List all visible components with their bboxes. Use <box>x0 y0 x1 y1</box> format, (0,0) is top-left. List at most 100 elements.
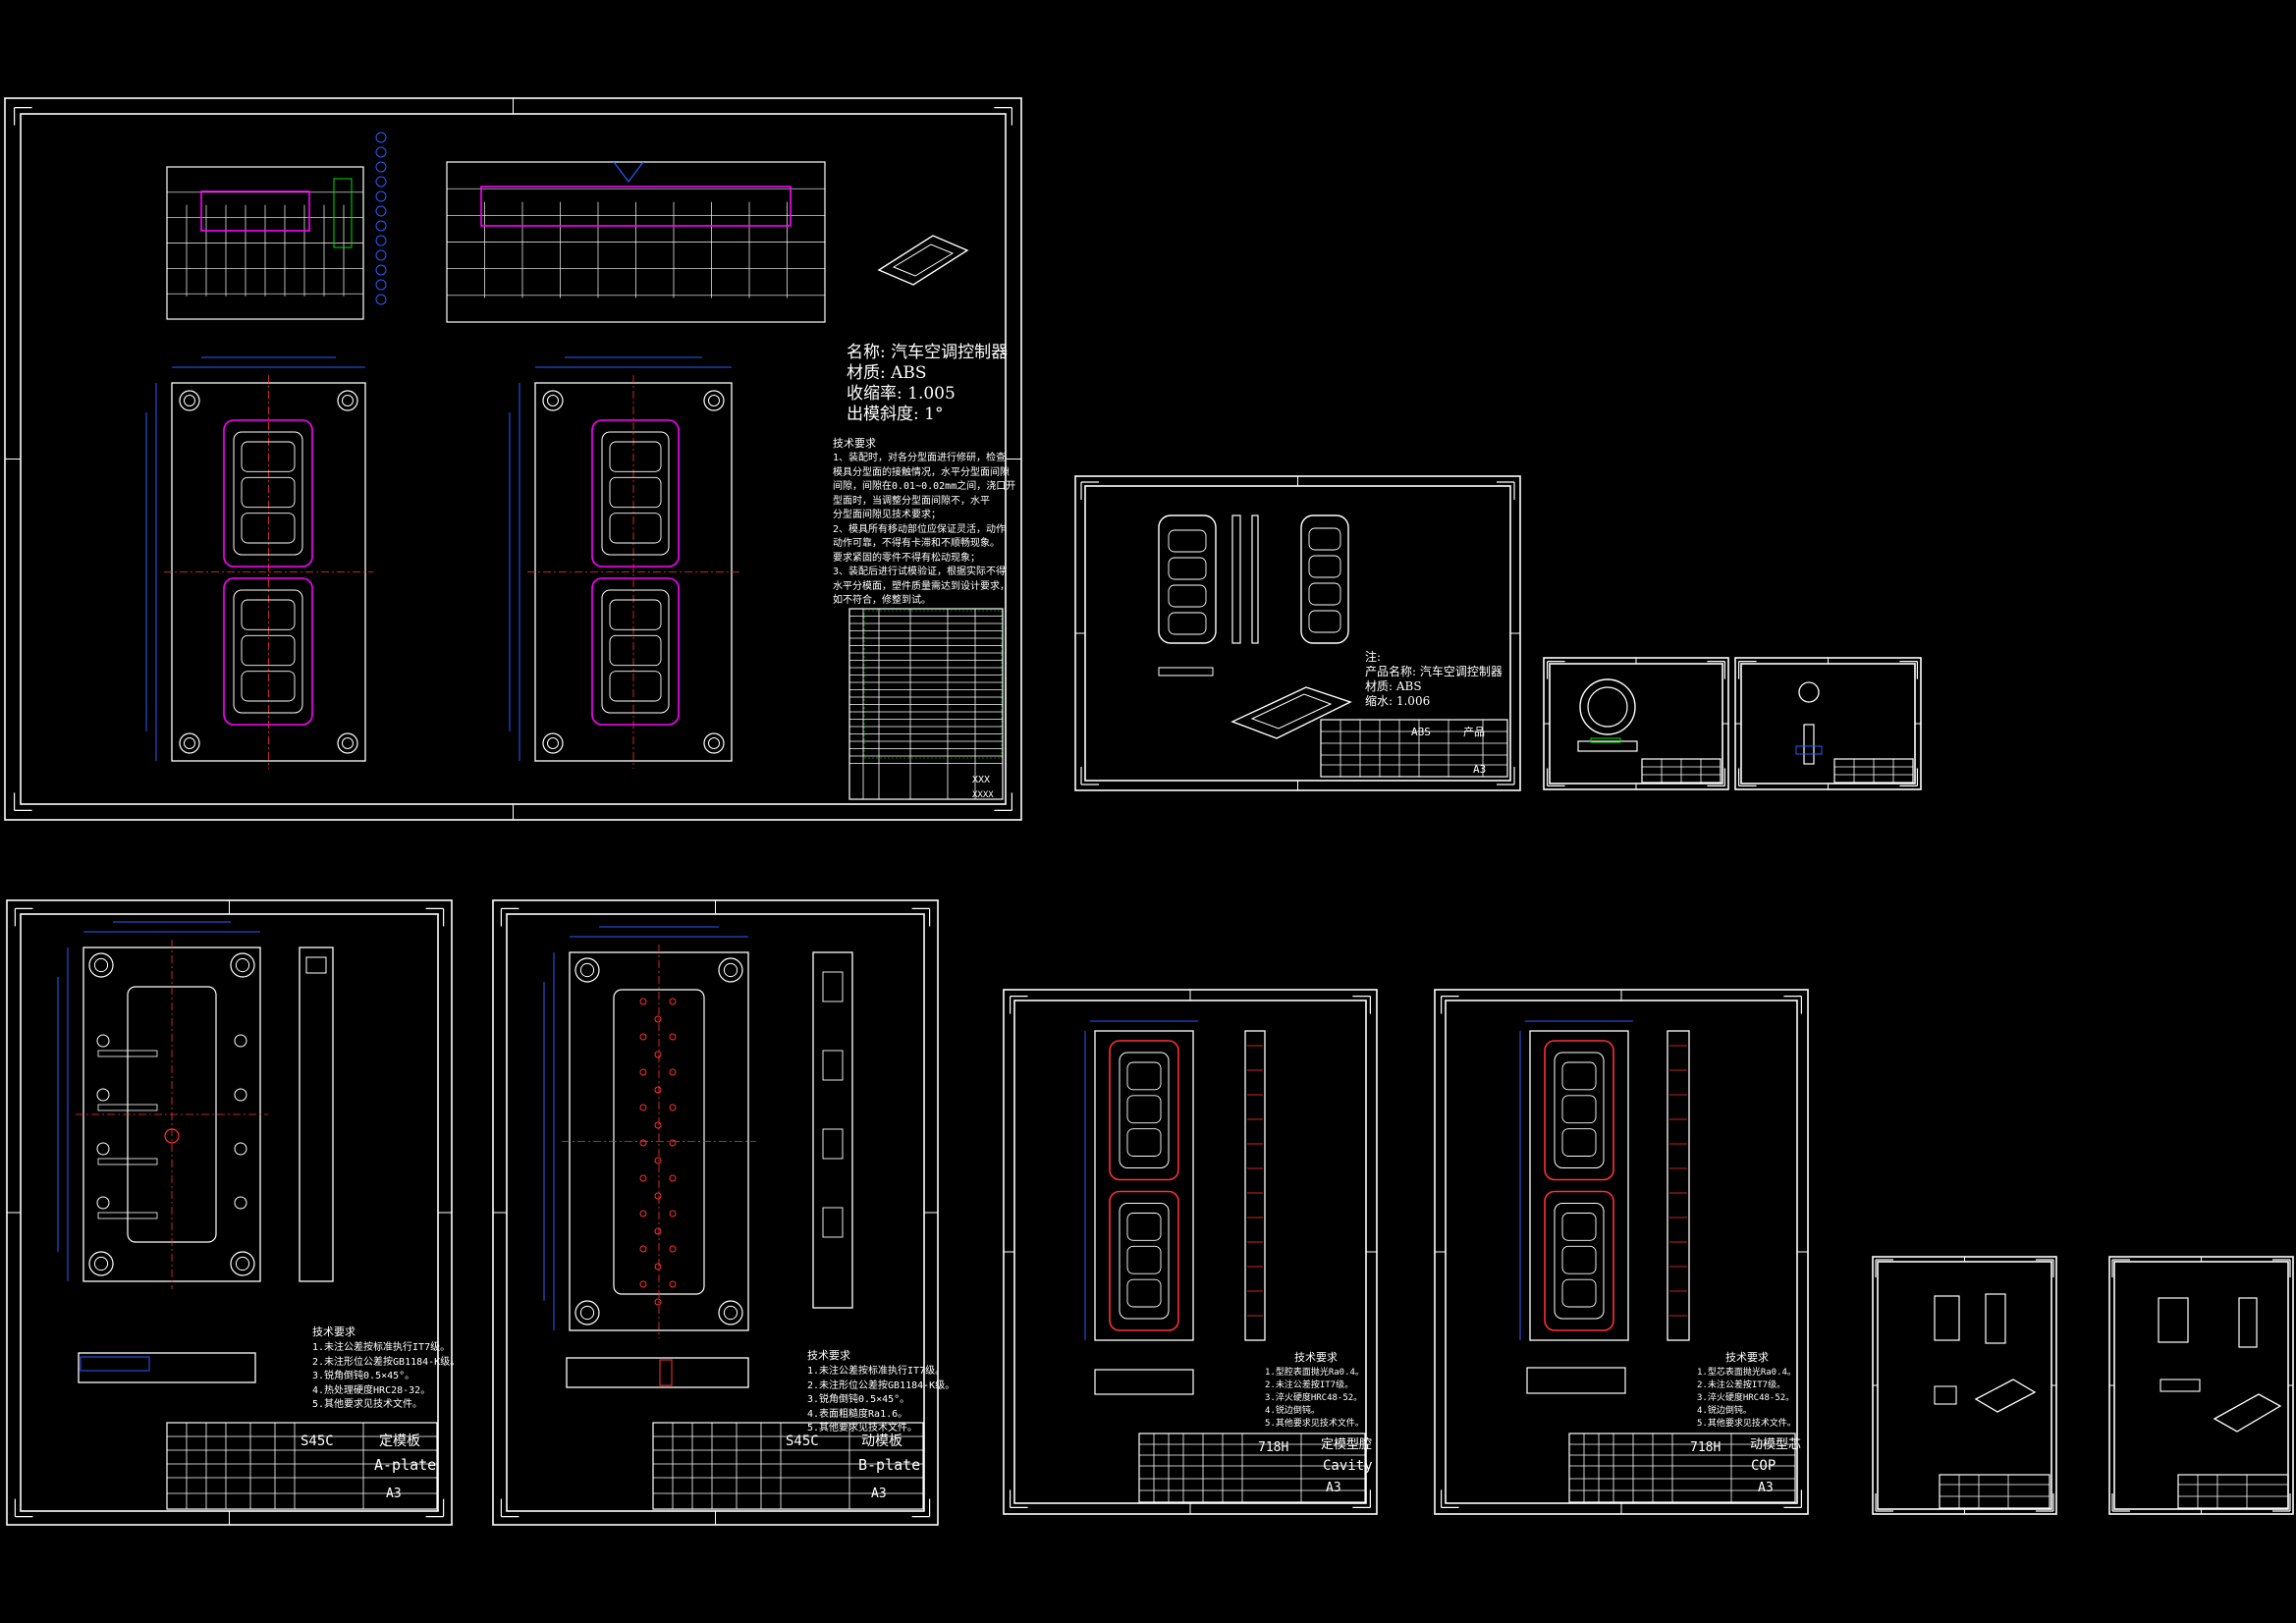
detail-1-title-block <box>1641 758 1722 784</box>
assembly-top-plan <box>223 419 313 726</box>
part-iso-view <box>1230 686 1352 739</box>
b-plate-tech-notes: 1.未注公差按标准执行IT7级。 2.未注形位公差按GB1184-K级。 3.锐… <box>807 1366 956 1434</box>
b-plate-ejector-hole <box>654 1263 662 1271</box>
b-plate-title-block-border <box>652 1422 924 1510</box>
assembly-bottom-plan-cavity-slot <box>609 634 662 667</box>
a-plate-bolt-hole <box>96 1034 110 1048</box>
part-front-slot <box>1168 529 1207 553</box>
cavity-side-section <box>1244 1030 1266 1341</box>
sprue-bushing-flange <box>1795 745 1823 755</box>
cavity-sheet-outer-border <box>1003 989 1378 1515</box>
slider-side-view <box>1985 1293 2006 1344</box>
b-plate-plan-guide-hole-inner <box>579 962 595 978</box>
part-title-block-border <box>1320 719 1508 778</box>
assembly-top-plan-cavity-slot <box>241 441 296 472</box>
b-plate-plan-guide-hole <box>718 957 743 983</box>
cavity-plan-cavity-slot <box>1126 1278 1162 1308</box>
a-plate-plan-guide-hole-inner <box>93 957 109 973</box>
b-plate-ejector-hole <box>654 1192 662 1200</box>
assembly-bottom-plan-guide-hole <box>542 390 564 411</box>
assembly-bottom-plan-cavity-slot <box>609 441 662 472</box>
cavity-plan-cavity-slot <box>1126 1213 1162 1241</box>
drawing-details <box>57 132 2289 1510</box>
assembly-sprue-marker <box>613 161 644 183</box>
part-back-view <box>1300 514 1349 644</box>
assembly-product-name: 名称: 汽车空调控制器 <box>847 343 1009 362</box>
lifter-section-view <box>2159 1379 2201 1392</box>
a-plate-water-channel <box>97 1050 158 1057</box>
locating-ring-outer <box>1579 678 1636 735</box>
core-sheet <box>1434 989 1809 1515</box>
part-top-section <box>1158 667 1214 676</box>
core-side-section <box>1667 1030 1690 1341</box>
assembly-top-plan-guide-hole <box>337 732 358 754</box>
assembly-top-plan-cavity-slot <box>241 476 296 509</box>
b-plate-size: A3 <box>871 1487 887 1501</box>
assembly-tech-notes: 1、装配时，对各分型面进行修研，检查 模具分型面的接触情况，水平分型面间隙 间隙… <box>833 453 1016 606</box>
assembly-top-plan-cavity-slot <box>241 634 296 667</box>
assembly-balloon <box>375 190 387 202</box>
b-plate-sheet <box>492 899 939 1526</box>
part-front-slot <box>1168 612 1207 635</box>
cavity-plan-cavity-slot <box>1126 1095 1162 1124</box>
a-plate-title-block <box>166 1422 438 1510</box>
b-plate-ejector-hole <box>639 1139 647 1147</box>
b-plate-plan-guide-hole-inner <box>579 1305 595 1321</box>
assembly-side-cavity <box>200 190 310 232</box>
core-plan-cavity <box>1544 1040 1614 1181</box>
assembly-bottom-plan-cavity <box>591 577 680 726</box>
core-name-cn: 动模型芯 <box>1750 1437 1802 1452</box>
assembly-bottom-plan-guide-hole <box>703 732 725 754</box>
b-plate-side-pocket <box>822 1050 844 1081</box>
cavity-title-block <box>1138 1433 1366 1503</box>
core-name-en: COP <box>1751 1458 1777 1474</box>
b-plate-plan-guide-hole-inner <box>723 1305 738 1321</box>
core-sheet-outer-border <box>1434 989 1809 1515</box>
detail-4-title-block-border <box>2177 1474 2289 1509</box>
assembly-front-cavity <box>480 186 792 227</box>
assembly-bottom-plan-cavity-slot <box>609 671 662 702</box>
assembly-bottom-plan <box>591 419 680 726</box>
b-plate-ejector-hole <box>654 1051 662 1058</box>
assembly-top-plan-cavity <box>223 577 313 726</box>
detail-sheet-2 <box>1734 657 1922 790</box>
part-back-slot <box>1308 555 1341 578</box>
cavity-plan-cavity-slot <box>1126 1128 1162 1157</box>
assembly-bottom-plan-cavity <box>591 419 680 568</box>
b-plate-ejector-hole <box>654 1015 662 1023</box>
part-side-view-2 <box>1251 514 1259 644</box>
part-title-block <box>1320 719 1508 778</box>
b-plate-ejector-hole <box>669 1280 677 1288</box>
cavity-material: 718H <box>1258 1440 1289 1455</box>
part-iso-inner <box>1250 693 1333 730</box>
a-plate-water-channel <box>97 1104 158 1111</box>
part-views <box>1158 514 1508 778</box>
b-plate-views <box>543 926 924 1510</box>
sprue-bushing-section <box>1803 724 1815 765</box>
a-plate-bolt-hole <box>96 1088 110 1102</box>
part-tb-name: 产品 <box>1463 726 1485 738</box>
a-plate-bolt-hole <box>234 1088 247 1102</box>
assembly-bottom-plan-guide-hole <box>703 390 725 411</box>
b-plate-ejector-hole <box>654 1298 662 1306</box>
a-plate-plan-guide-hole <box>88 1251 114 1276</box>
b-plate-ejector-hole <box>669 1104 677 1111</box>
cavity-tech-notes: 1.型腔表面抛光Ra0.4。 2.未注公差按IT7级。 3.淬火硬度HRC48-… <box>1265 1368 1364 1430</box>
cavity-tech-title: 技术要求 <box>1294 1351 1338 1364</box>
a-plate-bottom-dim <box>80 1356 150 1372</box>
assembly-bottom-plan-guide-hole-inner <box>547 737 559 749</box>
cavity-name-en: Cavity <box>1323 1458 1373 1474</box>
assembly-balloon <box>375 132 387 143</box>
lifter-iso-view <box>2213 1393 2282 1433</box>
cavity-title-block-border <box>1138 1433 1366 1503</box>
slider-front-view <box>1934 1295 1960 1341</box>
a-plate-bolt-hole <box>96 1142 110 1156</box>
a-plate-plan-guide-hole <box>230 952 255 978</box>
b-plate-ejector-hole <box>669 1068 677 1076</box>
a-plate-center-hole <box>164 1128 180 1144</box>
b-plate-ejector-hole <box>639 1174 647 1182</box>
a-plate-side-section <box>299 947 334 1282</box>
a-plate-bolt-hole <box>234 1196 247 1210</box>
cavity-plan <box>1109 1040 1179 1331</box>
